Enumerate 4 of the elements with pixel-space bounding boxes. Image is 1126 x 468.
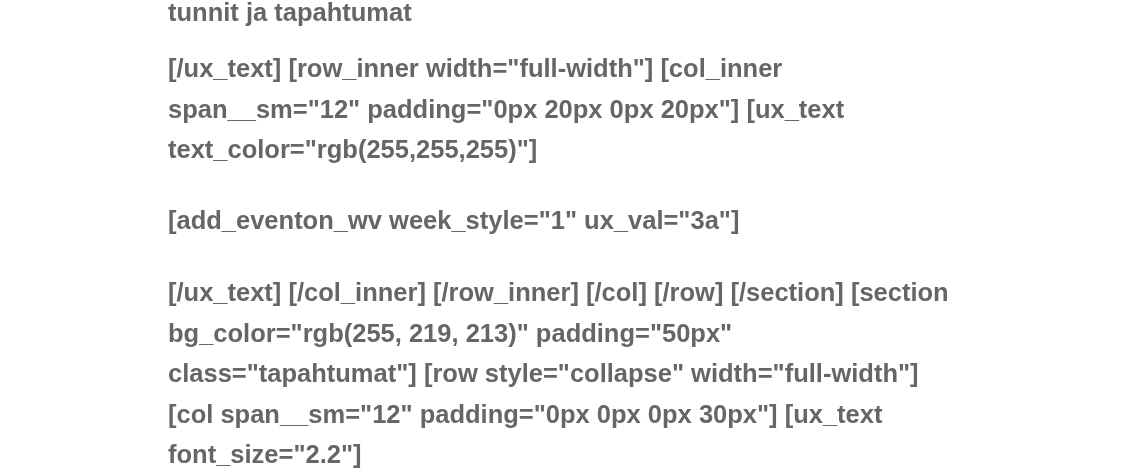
paragraph: tunnit ja tapahtumat: [168, 0, 413, 28]
paragraph: [add_eventon_wv week_style="1" ux_val="3a"]: [168, 205, 741, 236]
paragraph: [/ux_text] [/col_inner] [/row_inner] [/col] [/row] [/section] [section bg_color="rgb(255, 219, 213)" padding="50px" class="tapahtumat"] [row style="collapse" width="full-width"] [col span__sm="12" padding="0px 0px 0px 30px"] [ux_text font_size="2.2"]: [168, 277, 950, 468]
paragraph: [/ux_text] [row_inner width="full-width"] [col_inner span__sm="12" padding="0px 20px 0px 20px"] [ux_text text_color="rgb(255,255,255)"]: [168, 53, 846, 165]
